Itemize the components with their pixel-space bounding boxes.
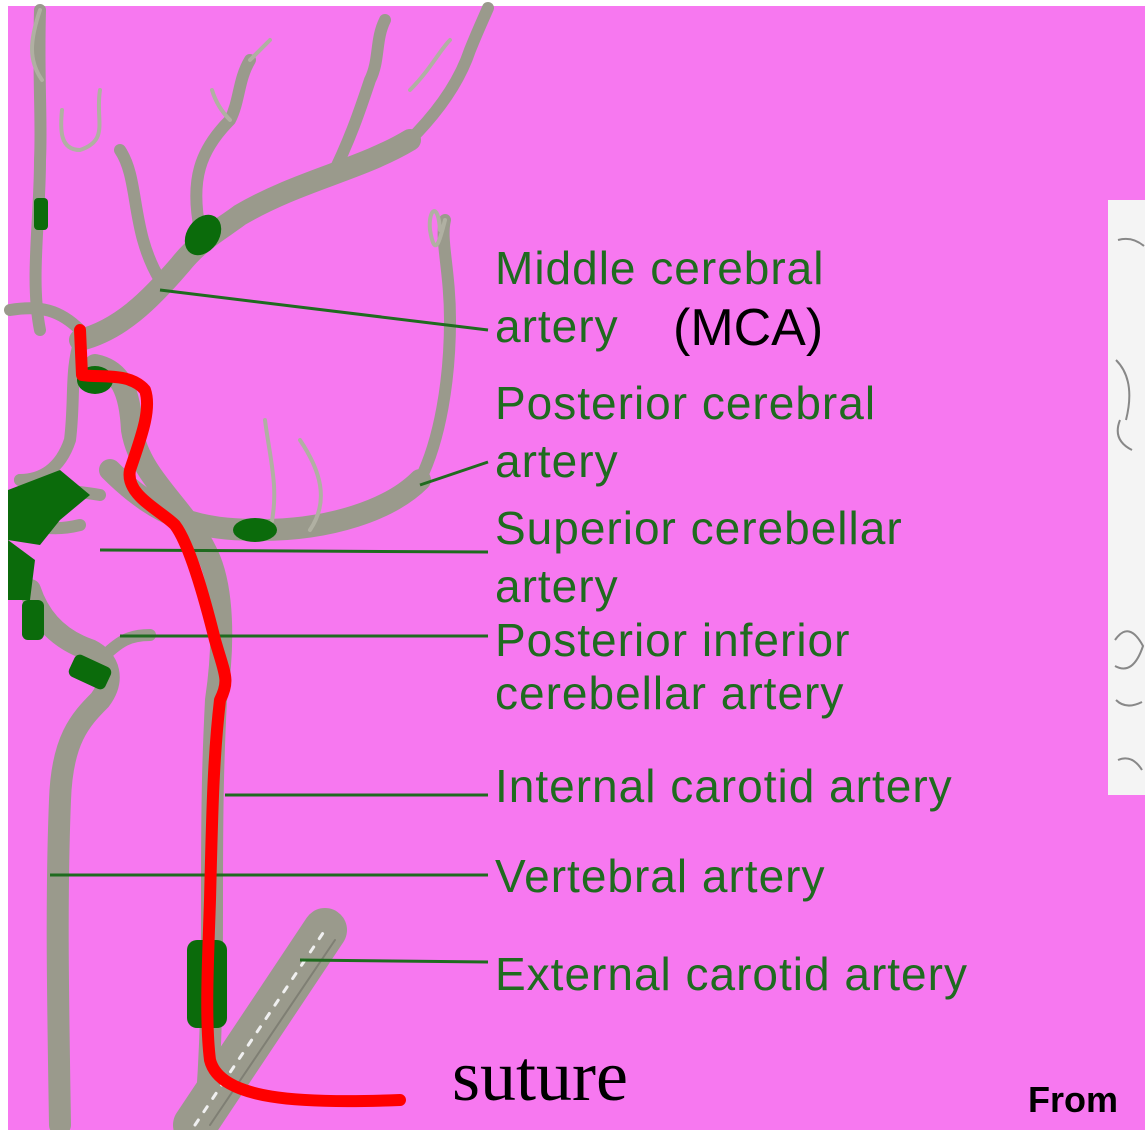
source-fragment: From bbox=[1028, 1080, 1118, 1120]
sca-label-line1: Superior cerebellar bbox=[495, 500, 903, 556]
sca-label-line2: artery bbox=[495, 558, 619, 614]
pica-label-line1: Posterior inferior bbox=[495, 612, 850, 668]
suture-label: suture bbox=[452, 1036, 628, 1116]
mca-label-line1: Middle cerebral bbox=[495, 240, 824, 296]
pica-label-line2: cerebellar artery bbox=[495, 665, 844, 721]
ica-label: Internal carotid artery bbox=[495, 758, 953, 814]
sca-leader-line bbox=[100, 550, 488, 552]
pca-label-line2: artery bbox=[495, 433, 619, 489]
pca-label-line1: Posterior cerebral bbox=[495, 375, 876, 431]
inset-photo-panel bbox=[1108, 200, 1145, 795]
eca-label: External carotid artery bbox=[495, 946, 968, 1002]
mca-abbreviation: (MCA) bbox=[673, 298, 823, 358]
eca-leader-line bbox=[300, 960, 488, 962]
mca-label-line2: artery bbox=[495, 298, 619, 354]
va-label: Vertebral artery bbox=[495, 848, 825, 904]
